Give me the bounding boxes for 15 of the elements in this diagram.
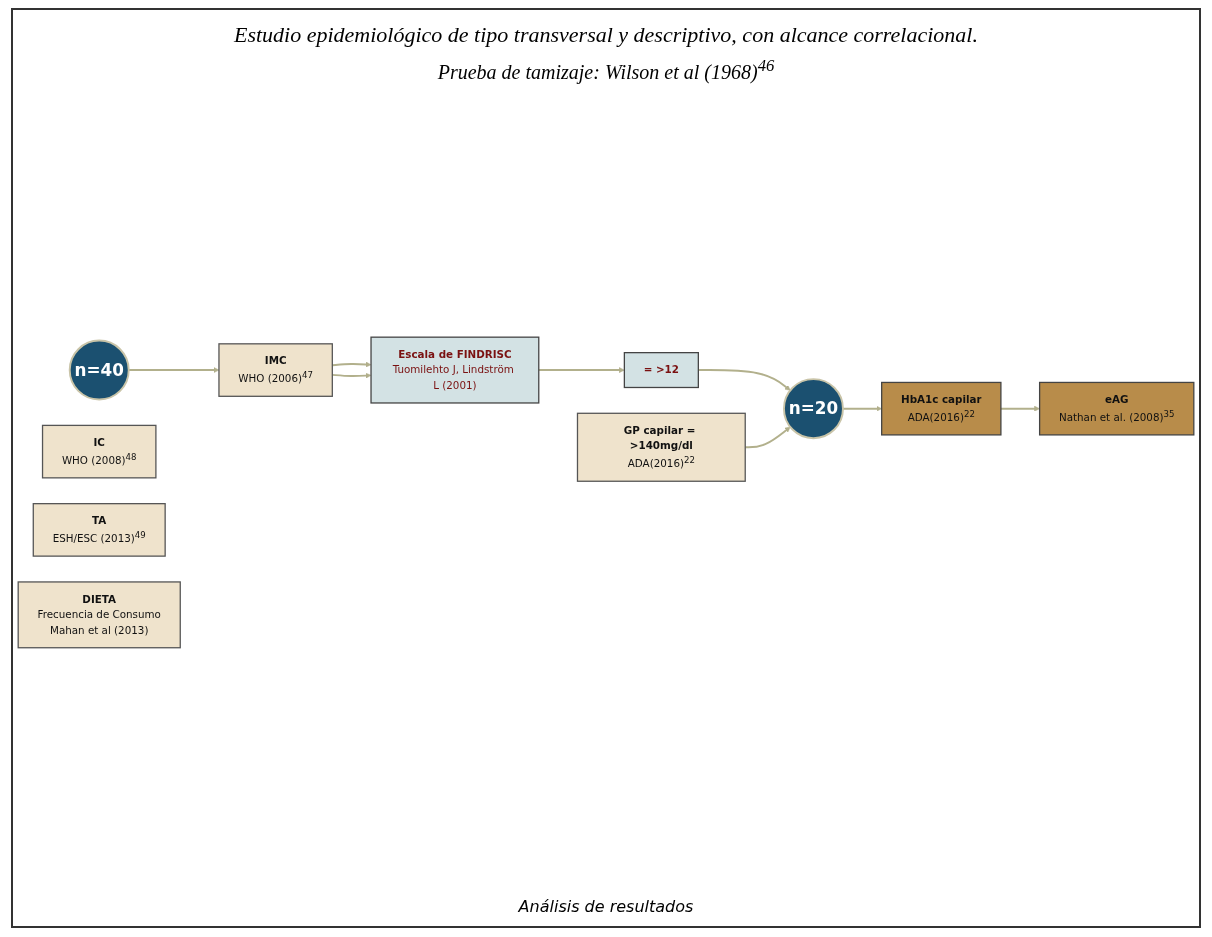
node-box: eAG Nathan et al. (2008)$^{35}$ <box>1038 381 1195 436</box>
node-circle: n=40 <box>68 339 130 401</box>
node-box: = >12 <box>623 351 699 388</box>
node-circle: n=20 <box>782 378 844 440</box>
node-box: IMC WHO (2006)$^{47}$ <box>218 343 333 397</box>
node-box: Escala de FINDRISC Tuomilehto J, Lindström L (2001) <box>370 336 540 404</box>
diagram-title: Estudio epidemiológico de tipo transversal y descriptivo, con alcance correlacional. <box>234 22 978 48</box>
node-box: GP capilar = >140mg/dl ADA(2016)$^{22}$ <box>576 412 746 482</box>
note-text: Análisis de resultados <box>518 897 694 916</box>
node-box: TA ESH/ESC (2013)$^{49}$ <box>32 502 166 557</box>
note-text: Prueba de tamizaje: Wilson et al (1968)$^{46}$ <box>437 56 775 84</box>
node-box: DIETA Frecuencia de Consumo Mahan et al (2013) <box>17 581 181 649</box>
node-box: IC WHO (2008)$^{48}$ <box>41 424 157 479</box>
node-box: HbA1c capilar ADA(2016)$^{22}$ <box>881 381 1002 436</box>
arrow <box>842 405 882 412</box>
